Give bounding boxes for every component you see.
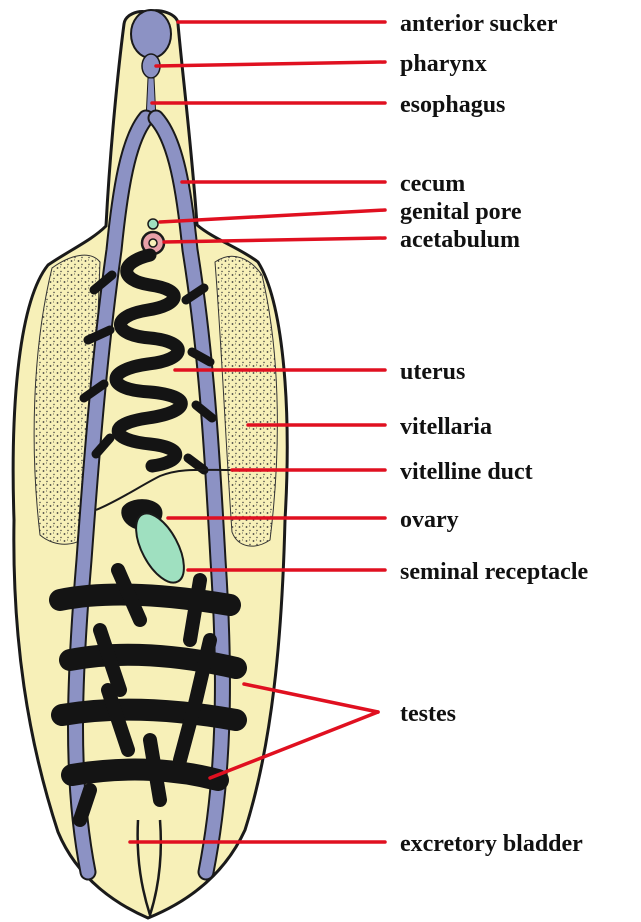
anterior-sucker-shape: [131, 10, 171, 58]
label-cecum: cecum: [400, 171, 465, 197]
label-ovary: ovary: [400, 507, 459, 533]
label-excretory-bladder: excretory bladder: [400, 831, 583, 857]
labels: anterior sucker pharynx esophagus cecum …: [400, 11, 589, 857]
label-pharynx: pharynx: [400, 51, 487, 77]
label-genital-pore: genital pore: [400, 199, 522, 225]
label-testes: testes: [400, 701, 456, 727]
label-seminal-receptacle: seminal receptacle: [400, 559, 589, 585]
label-anterior-sucker: anterior sucker: [400, 11, 558, 37]
label-acetabulum: acetabulum: [400, 227, 520, 253]
acetabulum-center: [149, 239, 157, 247]
label-vitellaria: vitellaria: [400, 414, 492, 440]
label-esophagus: esophagus: [400, 92, 505, 118]
label-uterus: uterus: [400, 359, 465, 385]
label-vitelline-duct: vitelline duct: [400, 459, 533, 485]
genital-pore-shape: [148, 219, 158, 229]
